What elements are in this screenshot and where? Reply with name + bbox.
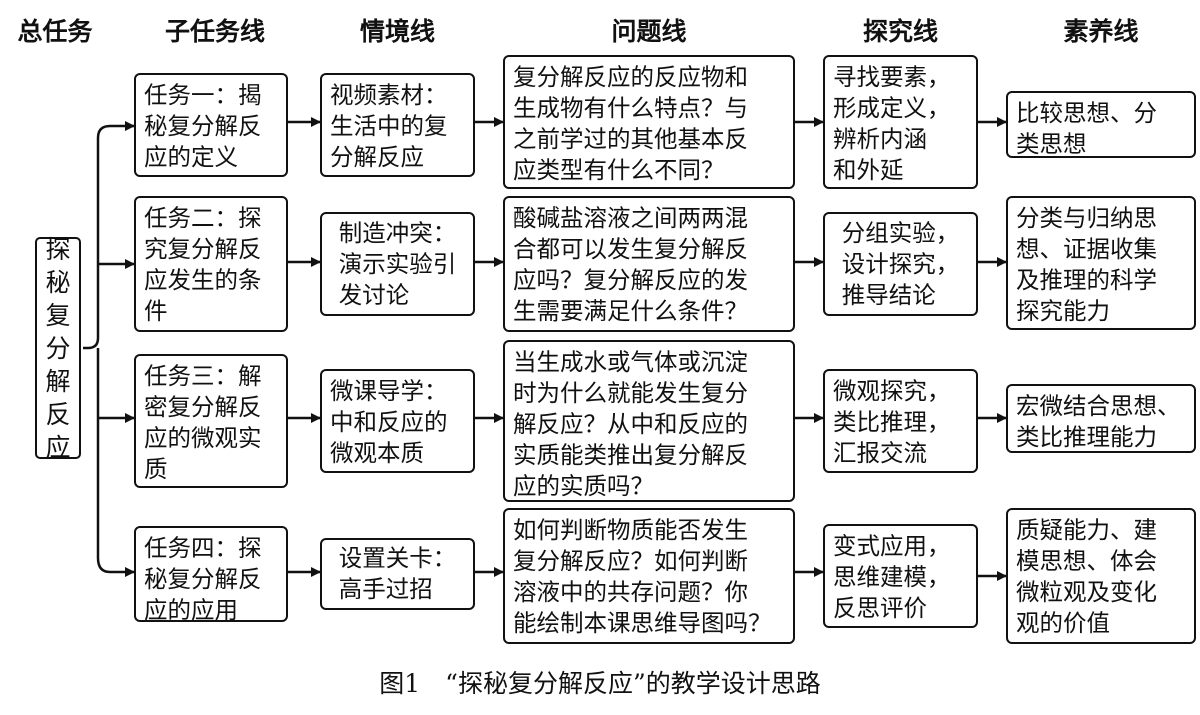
situation-text-2: 制造冲突： 演示实验引 发讨论 bbox=[338, 218, 457, 309]
inquiry-text-3: 微观探究， 类比推理， 汇报交流 bbox=[833, 377, 951, 467]
question-text-3: 当生成水或气体或沉淀 时为什么就能发生复分 解反应？从中和反应的 实质能类推出复… bbox=[513, 348, 748, 500]
inquiry-text-4: 变式应用， 思维建模， 反思评价 bbox=[833, 532, 951, 622]
task-box-2: 任务二：探 究复分解反 应发生的条 件 bbox=[134, 196, 288, 332]
task-box-3: 任务三：解 密复分解反 应的微观实 质 bbox=[134, 354, 288, 488]
inquiry-box-3: 微观探究， 类比推理， 汇报交流 bbox=[823, 369, 978, 473]
root-brace bbox=[83, 121, 135, 350]
root-task-label: 探秘复分解反应 bbox=[45, 234, 71, 462]
literacy-text-2: 分类与归纳思 想、证据收集 及推理的科学 探究能力 bbox=[1016, 204, 1157, 325]
literacy-box-3: 宏微结合思想、 类比推理能力 bbox=[1006, 384, 1196, 453]
task-box-4: 任务四：探 秘复分解反 应的应用 bbox=[134, 526, 288, 622]
task-box-1: 任务一：揭 秘复分解反 应的定义 bbox=[134, 73, 288, 177]
header-subtask-line: 子任务线 bbox=[164, 17, 265, 46]
task-text-2: 任务二：探 究复分解反 应发生的条 件 bbox=[144, 204, 262, 325]
header-question-line: 问题线 bbox=[611, 17, 687, 46]
inquiry-text-1: 寻找要素， 形成定义， 辨析内涵 和外延 bbox=[833, 63, 951, 184]
situation-text-4: 设置关卡： 高手过招 bbox=[338, 544, 457, 603]
question-box-1: 复分解反应的反应物和 生成物有什么特点？与 之前学过的其他基本反 应类型有什么不… bbox=[503, 55, 795, 189]
task-text-4: 任务四：探 秘复分解反 应的应用 bbox=[144, 534, 262, 622]
question-box-2: 酸碱盐溶液之间两两混 合都可以发生复分解反 应吗？复分解反应的发 生需要满足什么… bbox=[503, 196, 795, 332]
inquiry-text-2: 分组实验， 设计探究， 推导结论 bbox=[841, 218, 960, 309]
question-box-3: 当生成水或气体或沉淀 时为什么就能发生复分 解反应？从中和反应的 实质能类推出复… bbox=[503, 340, 795, 502]
task-text-3: 任务三：解 密复分解反 应的微观实 质 bbox=[144, 362, 262, 483]
header-situation-line: 情境线 bbox=[359, 17, 435, 46]
question-text-4: 如何判断物质能否发生 复分解反应？如何判断 溶液中的共存问题？你 能绘制本课思维… bbox=[513, 516, 772, 637]
literacy-box-2: 分类与归纳思 想、证据收集 及推理的科学 探究能力 bbox=[1006, 196, 1196, 330]
root-task-box: 探秘复分解反应 bbox=[35, 235, 81, 462]
inquiry-box-2: 分组实验， 设计探究， 推导结论 bbox=[823, 212, 978, 316]
literacy-text-3: 宏微结合思想、 类比推理能力 bbox=[1016, 392, 1181, 451]
literacy-text-4: 质疑能力、建 模思想、体会 微粒观及变化 观的价值 bbox=[1016, 516, 1157, 637]
literacy-box-1: 比较思想、分 类思想 bbox=[1006, 91, 1196, 158]
situation-box-3: 微课导学： 中和反应的 微观本质 bbox=[320, 369, 475, 473]
header-literacy-line: 素养线 bbox=[1063, 17, 1139, 46]
situation-text-3: 微课导学： 中和反应的 微观本质 bbox=[330, 377, 448, 467]
question-box-4: 如何判断物质能否发生 复分解反应？如何判断 溶液中的共存问题？你 能绘制本课思维… bbox=[503, 508, 795, 644]
situation-text-1: 视频素材： 生活中的复 分解反应 bbox=[330, 81, 448, 171]
question-text-2: 酸碱盐溶液之间两两混 合都可以发生复分解反 应吗？复分解反应的发 生需要满足什么… bbox=[513, 204, 748, 325]
question-text-1: 复分解反应的反应物和 生成物有什么特点？与 之前学过的其他基本反 应类型有什么不… bbox=[513, 63, 748, 184]
header-inquiry-line: 探究线 bbox=[862, 17, 938, 46]
header-total-task: 总任务 bbox=[17, 17, 93, 46]
literacy-box-4: 质疑能力、建 模思想、体会 微粒观及变化 观的价值 bbox=[1006, 508, 1196, 644]
inquiry-box-1: 寻找要素， 形成定义， 辨析内涵 和外延 bbox=[823, 55, 978, 189]
situation-box-2: 制造冲突： 演示实验引 发讨论 bbox=[320, 212, 475, 316]
task-text-1: 任务一：揭 秘复分解反 应的定义 bbox=[144, 81, 262, 171]
inquiry-box-4: 变式应用， 思维建模， 反思评价 bbox=[823, 524, 978, 628]
situation-box-4: 设置关卡： 高手过招 bbox=[320, 538, 475, 610]
literacy-text-1: 比较思想、分 类思想 bbox=[1016, 99, 1157, 158]
figure-caption: 图1 “探秘复分解反应”的教学设计思路 bbox=[379, 669, 821, 698]
situation-box-1: 视频素材： 生活中的复 分解反应 bbox=[320, 73, 475, 177]
